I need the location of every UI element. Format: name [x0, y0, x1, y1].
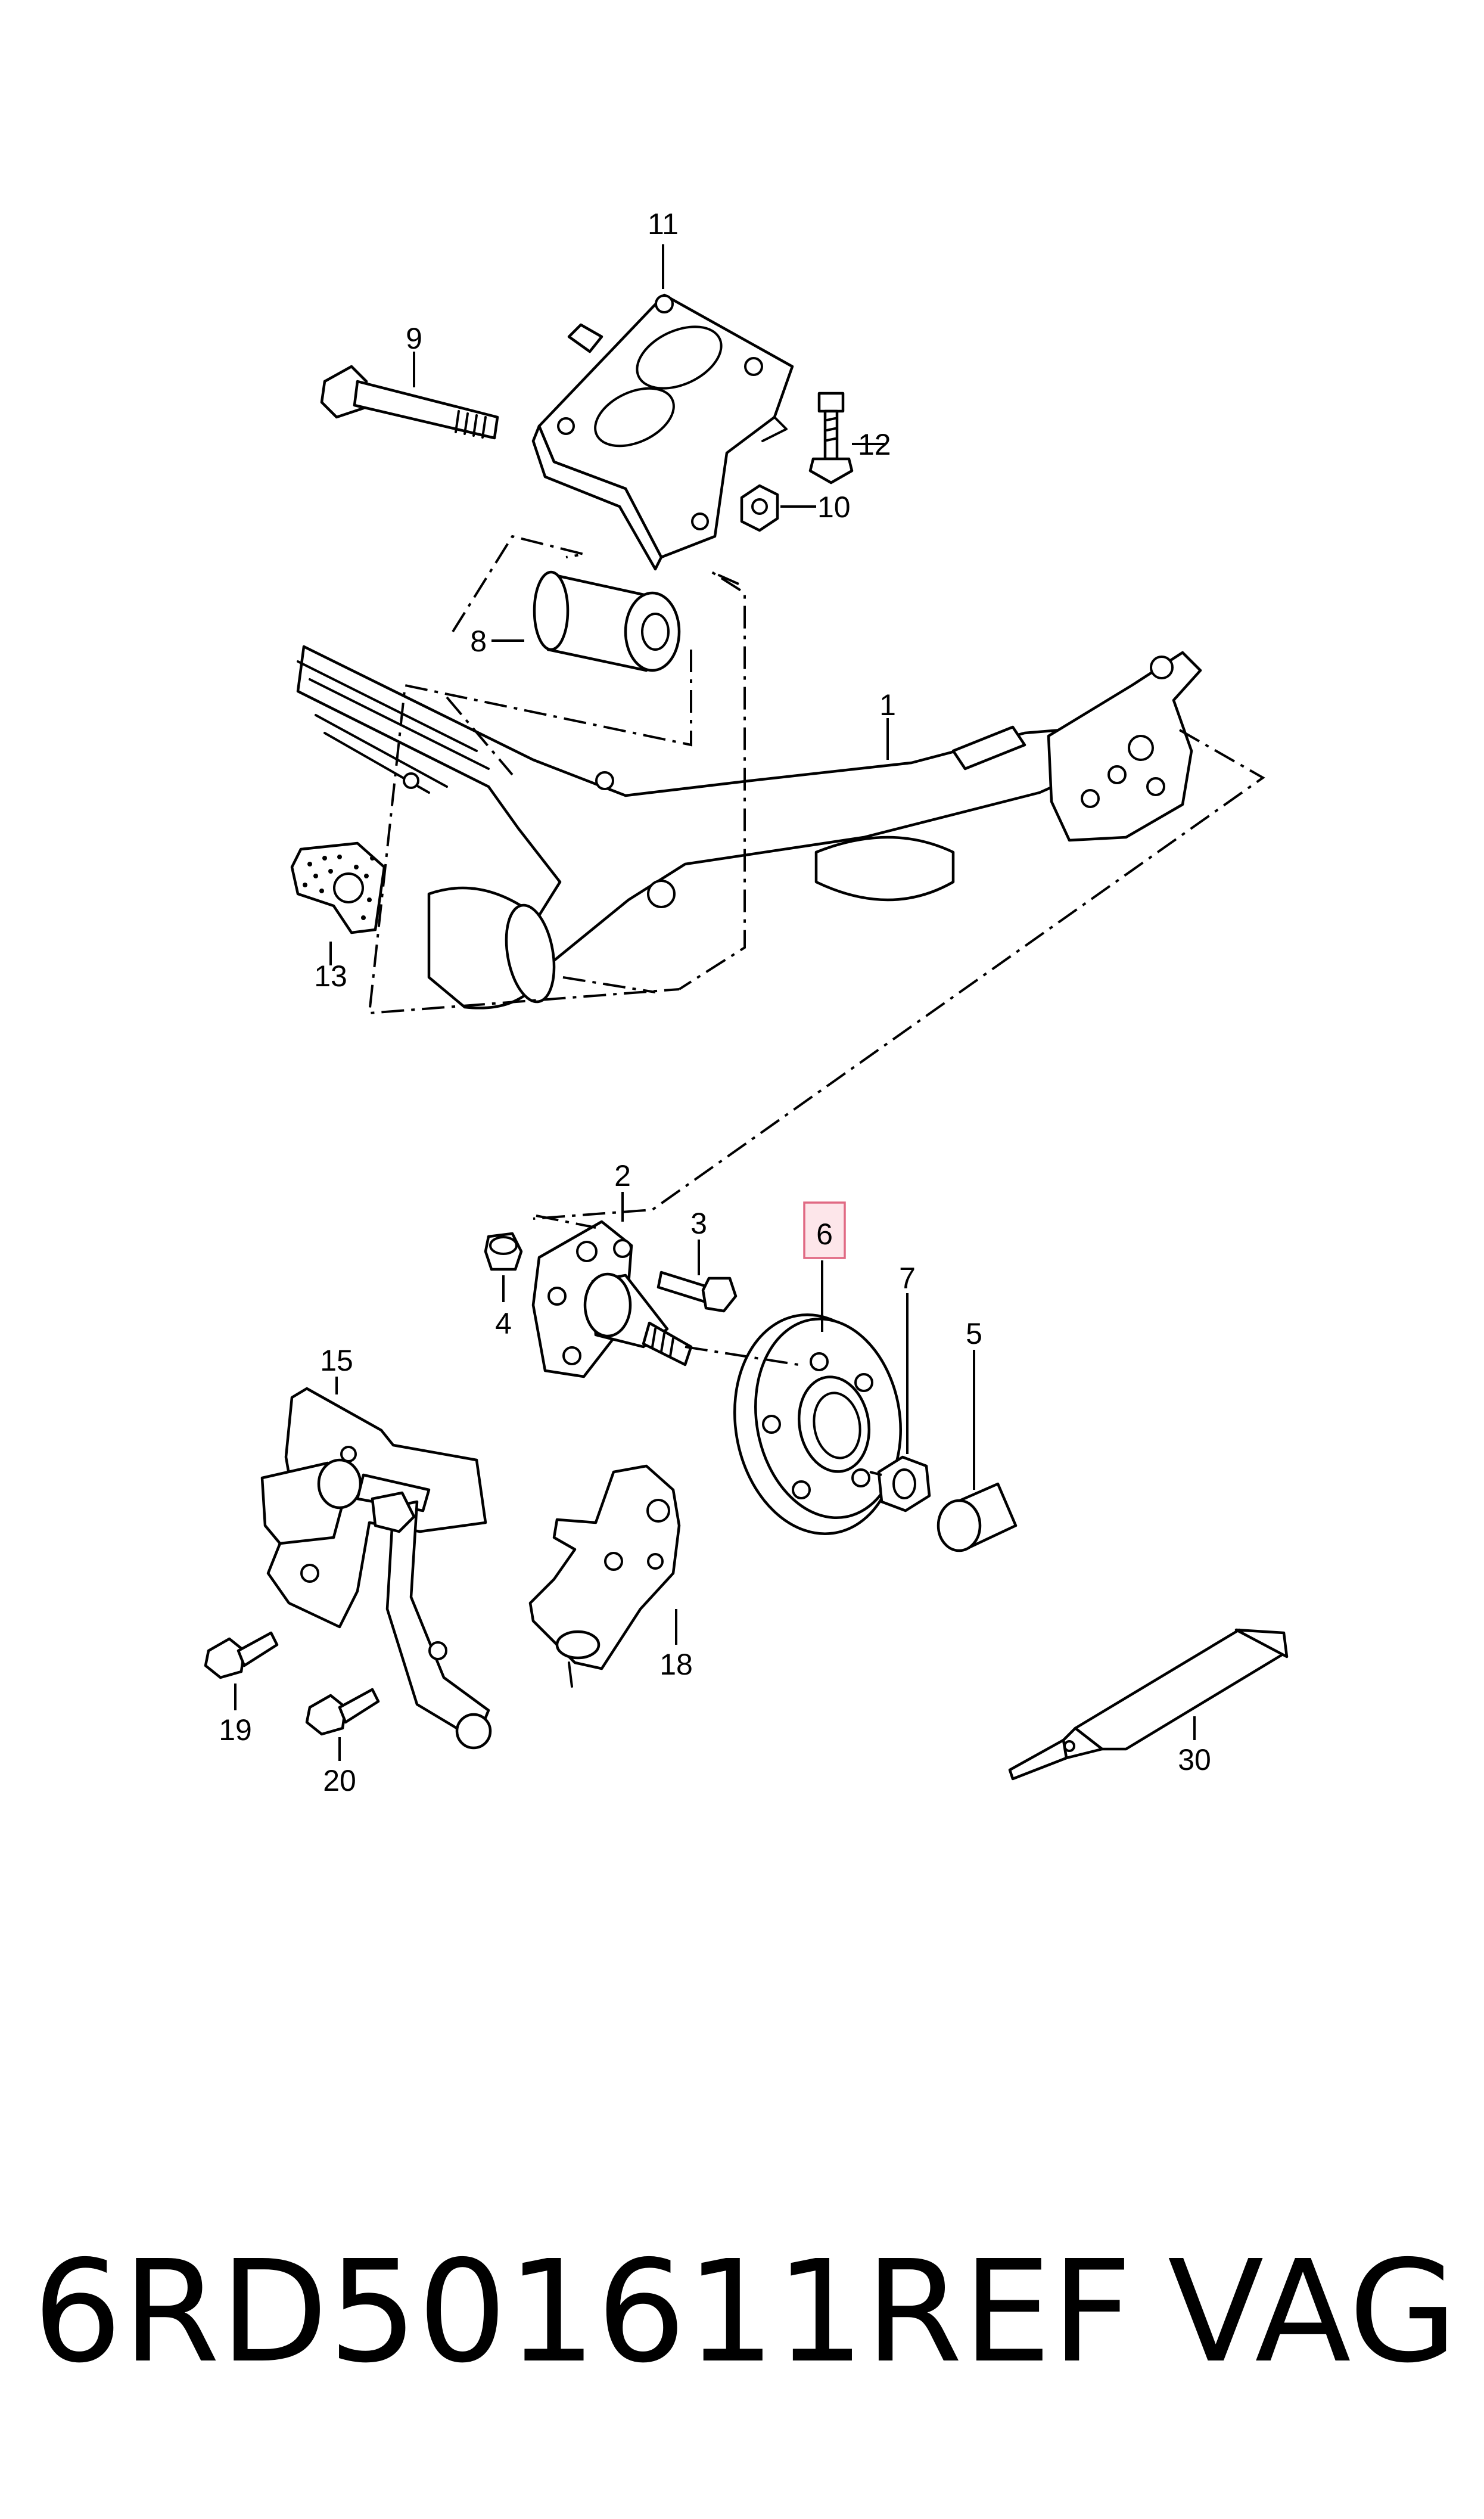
bolt-part-19: [204, 1631, 279, 1679]
long-bolt-part-9: [320, 365, 499, 440]
highlight-box: [803, 1201, 846, 1259]
bushing-part-8: [533, 570, 681, 672]
assembly-lines: [368, 535, 1265, 1476]
axle-nut-part-7: [877, 1455, 931, 1512]
callout-19: 19: [219, 1713, 252, 1747]
callout-7: 7: [899, 1262, 916, 1295]
part-number: 6RD501611REF: [33, 2230, 1133, 2394]
callout-12: 12: [858, 428, 891, 461]
callout-18: 18: [659, 1648, 693, 1681]
callout-3: 3: [690, 1207, 707, 1240]
callout-8: 8: [470, 625, 487, 658]
sleeve-part-4: [484, 1232, 523, 1271]
callout-numbers: 11 9 12 10 8 1 13 2 3 4 6 7 5 15 18 19 2…: [219, 207, 1211, 1797]
bracket-part-18: [528, 1464, 681, 1688]
callout-9: 9: [406, 322, 422, 355]
callout-6: 6: [816, 1217, 833, 1251]
leader-lines: [234, 244, 1196, 1761]
callout-30: 30: [1178, 1743, 1211, 1776]
callout-4: 4: [495, 1307, 512, 1340]
callout-5: 5: [966, 1317, 982, 1350]
stub-axle-part-2: [531, 1220, 693, 1378]
callout-13: 13: [314, 959, 347, 993]
small-bolt-part-12: [808, 392, 854, 484]
wheel-hub-part-6: [733, 1313, 902, 1535]
footer: 6RD501611REF VAG: [33, 2217, 1463, 2408]
bolt-part-20: [305, 1688, 380, 1736]
callout-1: 1: [879, 688, 896, 722]
callout-15: 15: [320, 1344, 353, 1377]
buffer-part-13: [290, 841, 386, 934]
callout-2: 2: [614, 1159, 631, 1192]
bolt-part-3: [657, 1271, 738, 1313]
mounting-bracket-part-11: [531, 293, 794, 571]
callout-20: 20: [323, 1764, 356, 1797]
callout-10: 10: [817, 490, 851, 524]
dust-cap-part-5: [937, 1482, 1018, 1552]
nut-part-10: [740, 484, 779, 532]
callout-11: 11: [648, 207, 679, 241]
rear-axle-beam-part-1: [296, 645, 1202, 1010]
grease-tube-part-30: [1008, 1628, 1289, 1781]
bracket-part-15: [260, 1387, 492, 1750]
brand-label: VAG: [1168, 2230, 1458, 2394]
